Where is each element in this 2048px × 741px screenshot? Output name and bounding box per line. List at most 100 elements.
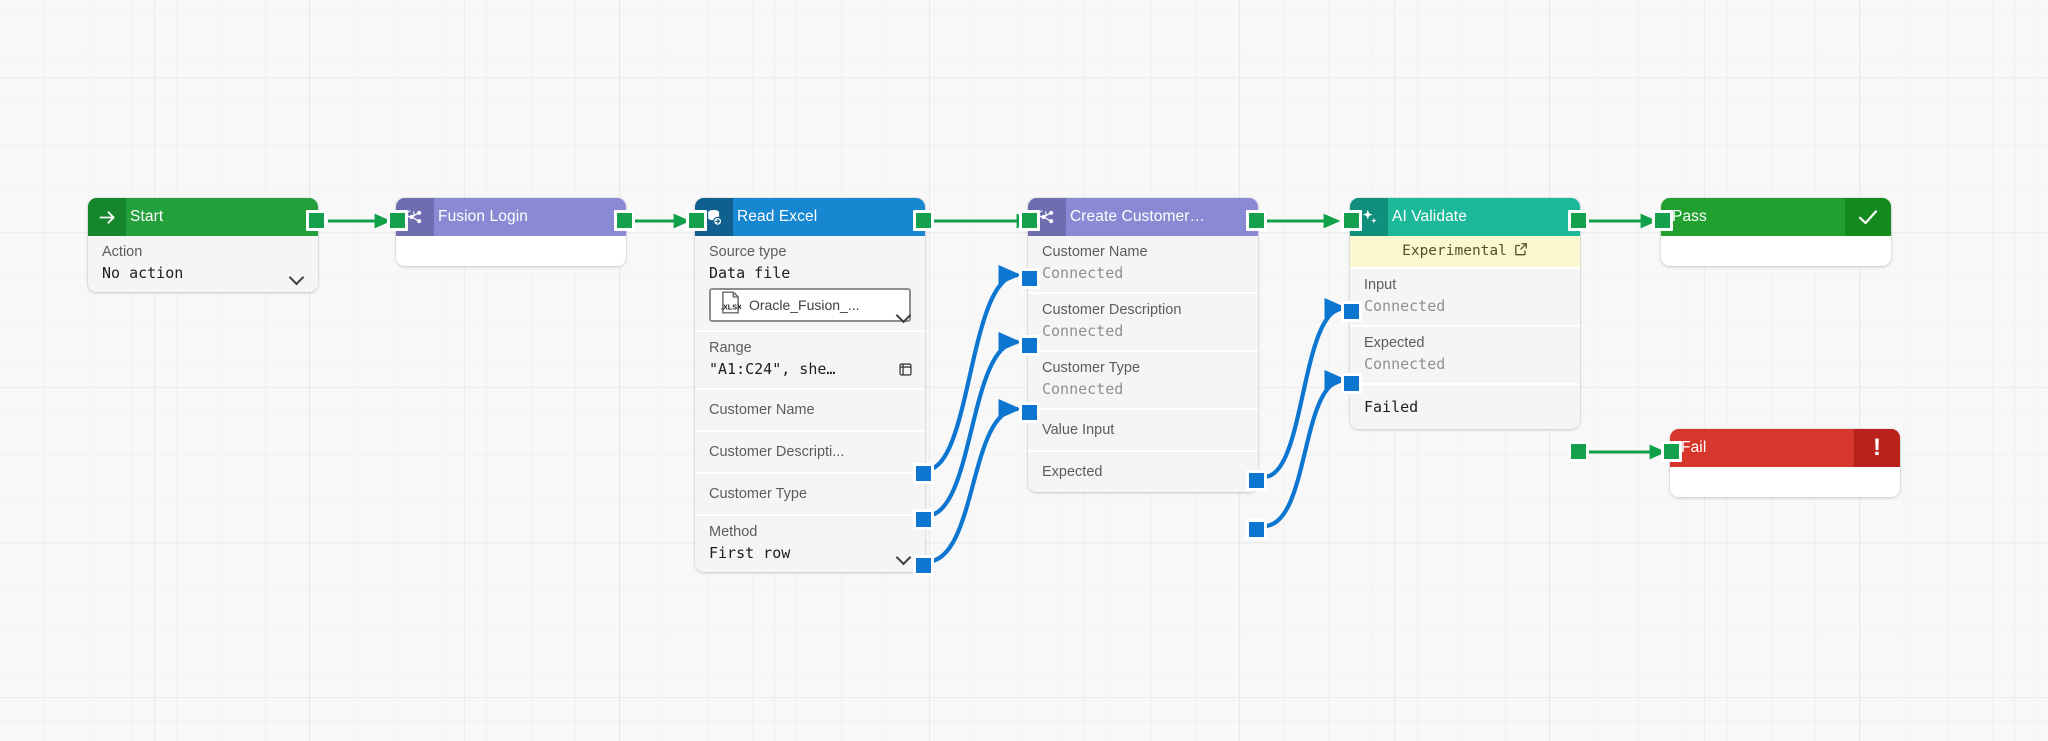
row-in-customer-description[interactable]: Customer Description Connected: [1028, 294, 1258, 352]
port-ai-validate-in-input[interactable]: [1341, 301, 1362, 322]
node-fail[interactable]: Fail !: [1661, 429, 1900, 497]
node-fusion-login[interactable]: Fusion Login: [387, 198, 635, 266]
row-source-type[interactable]: Source type Data file .XLSX Oracle_Fusio…: [695, 236, 925, 332]
row-out-customer-description-label: Customer Descripti...: [709, 444, 845, 460]
node-ai-validate-body: Input Connected Expected Connected Faile…: [1350, 269, 1580, 429]
row-range-value: "A1:C24", she…: [709, 360, 836, 378]
port-ai-validate-output[interactable]: [1568, 210, 1589, 231]
port-read-excel-out-customer-description[interactable]: [913, 509, 934, 530]
experimental-label: Experimental: [1402, 243, 1507, 259]
file-chip-datafile[interactable]: .XLSX Oracle_Fusion_...: [709, 288, 911, 322]
row-out-customer-type[interactable]: Customer Type: [695, 474, 925, 516]
row-action-label: Action: [102, 244, 143, 260]
chevron-down-icon[interactable]: [897, 552, 912, 561]
port-ai-validate-in-expected[interactable]: [1341, 373, 1362, 394]
node-read-excel[interactable]: Read Excel Source type Data file .XLSX: [686, 198, 934, 576]
row-ai-expected[interactable]: Expected Connected: [1350, 327, 1580, 385]
edge-customer-type: [925, 399, 1022, 565]
node-ai-validate-title: AI Validate: [1392, 208, 1467, 225]
row-ai-expected-value: Connected: [1364, 355, 1446, 373]
port-create-customer-input[interactable]: [1019, 210, 1040, 231]
node-fail-header[interactable]: Fail !: [1670, 429, 1900, 467]
row-ai-failed-label: Failed: [1364, 398, 1419, 416]
node-fail-body: [1670, 467, 1900, 497]
row-in-customer-type[interactable]: Customer Type Connected: [1028, 352, 1258, 410]
row-ai-expected-label: Expected: [1364, 335, 1425, 351]
node-create-customer-body: Customer Name Connected Customer Descrip…: [1028, 236, 1258, 492]
port-read-excel-input[interactable]: [686, 210, 707, 231]
row-out-expected-label: Expected: [1042, 464, 1103, 480]
port-pass-input[interactable]: [1652, 210, 1673, 231]
row-ai-failed[interactable]: Failed: [1350, 385, 1580, 429]
expand-editor-icon[interactable]: [898, 362, 913, 377]
port-fail-input[interactable]: [1661, 441, 1682, 462]
edge-customer-description: [925, 332, 1022, 519]
port-fusion-login-input[interactable]: [387, 210, 408, 231]
xlsx-file-icon: .XLSX: [720, 291, 742, 319]
port-read-excel-out-customer-name[interactable]: [913, 463, 934, 484]
row-range[interactable]: Range "A1:C24", she…: [695, 332, 925, 390]
row-out-customer-name-label: Customer Name: [709, 402, 815, 418]
node-start-header[interactable]: Start: [88, 198, 318, 236]
port-read-excel-output[interactable]: [913, 210, 934, 231]
node-start[interactable]: Start Action No action: [88, 198, 327, 292]
port-create-customer-in-customer-type[interactable]: [1019, 402, 1040, 423]
node-pass[interactable]: Pass: [1652, 198, 1891, 266]
row-action-value: No action: [102, 264, 184, 282]
edge-customer-name: [925, 265, 1022, 473]
row-out-customer-description[interactable]: Customer Descripti...: [695, 432, 925, 474]
port-create-customer-out-value-input[interactable]: [1246, 470, 1267, 491]
arrow-right-icon: [88, 198, 126, 236]
node-read-excel-body: Source type Data file .XLSX Oracle_Fusio…: [695, 236, 925, 572]
port-create-customer-out-expected[interactable]: [1246, 519, 1267, 540]
row-in-customer-name-label: Customer Name: [1042, 244, 1148, 260]
node-pass-title: Pass: [1672, 208, 1707, 225]
row-out-expected[interactable]: Expected: [1028, 452, 1258, 492]
file-chip-name: Oracle_Fusion_...: [749, 297, 860, 313]
node-fusion-login-header[interactable]: Fusion Login: [396, 198, 626, 236]
node-ai-validate[interactable]: AI Validate Experimental Input: [1341, 198, 1589, 462]
edge-value-input: [1263, 298, 1348, 480]
port-create-customer-output[interactable]: [1246, 210, 1267, 231]
port-start-output[interactable]: [306, 210, 327, 231]
node-start-title: Start: [130, 208, 164, 225]
row-in-customer-description-value: Connected: [1042, 322, 1124, 340]
row-method-label: Method: [709, 524, 758, 540]
port-create-customer-in-customer-name[interactable]: [1019, 268, 1040, 289]
node-create-customer[interactable]: Create Customer… Customer Name Connected…: [1019, 198, 1267, 540]
row-method-value: First row: [709, 544, 791, 562]
chevron-down-icon[interactable]: [897, 310, 912, 319]
port-create-customer-in-customer-description[interactable]: [1019, 335, 1040, 356]
chevron-down-icon[interactable]: [290, 272, 305, 281]
row-ai-input-label: Input: [1364, 277, 1397, 293]
exclamation-icon: !: [1854, 429, 1900, 467]
node-fusion-login-body: [396, 236, 626, 266]
port-read-excel-out-customer-type[interactable]: [913, 555, 934, 576]
node-fail-title: Fail: [1681, 439, 1707, 456]
port-ai-validate-input[interactable]: [1341, 210, 1362, 231]
node-create-customer-header[interactable]: Create Customer…: [1028, 198, 1258, 236]
row-ai-input-value: Connected: [1364, 297, 1446, 315]
node-read-excel-title: Read Excel: [737, 208, 818, 225]
row-source-type-value: Data file: [709, 264, 791, 282]
row-out-value-input[interactable]: Value Input: [1028, 410, 1258, 452]
row-in-customer-name-value: Connected: [1042, 264, 1124, 282]
port-fusion-login-output[interactable]: [614, 210, 635, 231]
row-in-customer-description-label: Customer Description: [1042, 302, 1182, 318]
row-method[interactable]: Method First row: [695, 516, 925, 572]
experimental-banner[interactable]: Experimental: [1350, 236, 1580, 269]
external-link-icon[interactable]: [1514, 242, 1528, 260]
svg-text:.XLSX: .XLSX: [721, 303, 741, 312]
node-ai-validate-header[interactable]: AI Validate: [1350, 198, 1580, 236]
row-action[interactable]: Action No action: [88, 236, 318, 292]
row-out-customer-name[interactable]: Customer Name: [695, 390, 925, 432]
row-ai-input[interactable]: Input Connected: [1350, 269, 1580, 327]
node-pass-header[interactable]: Pass: [1661, 198, 1891, 236]
node-read-excel-header[interactable]: Read Excel: [695, 198, 925, 236]
row-in-customer-name[interactable]: Customer Name Connected: [1028, 236, 1258, 294]
port-ai-validate-out-failed[interactable]: [1568, 441, 1589, 462]
row-range-label: Range: [709, 340, 752, 356]
row-in-customer-type-value: Connected: [1042, 380, 1124, 398]
